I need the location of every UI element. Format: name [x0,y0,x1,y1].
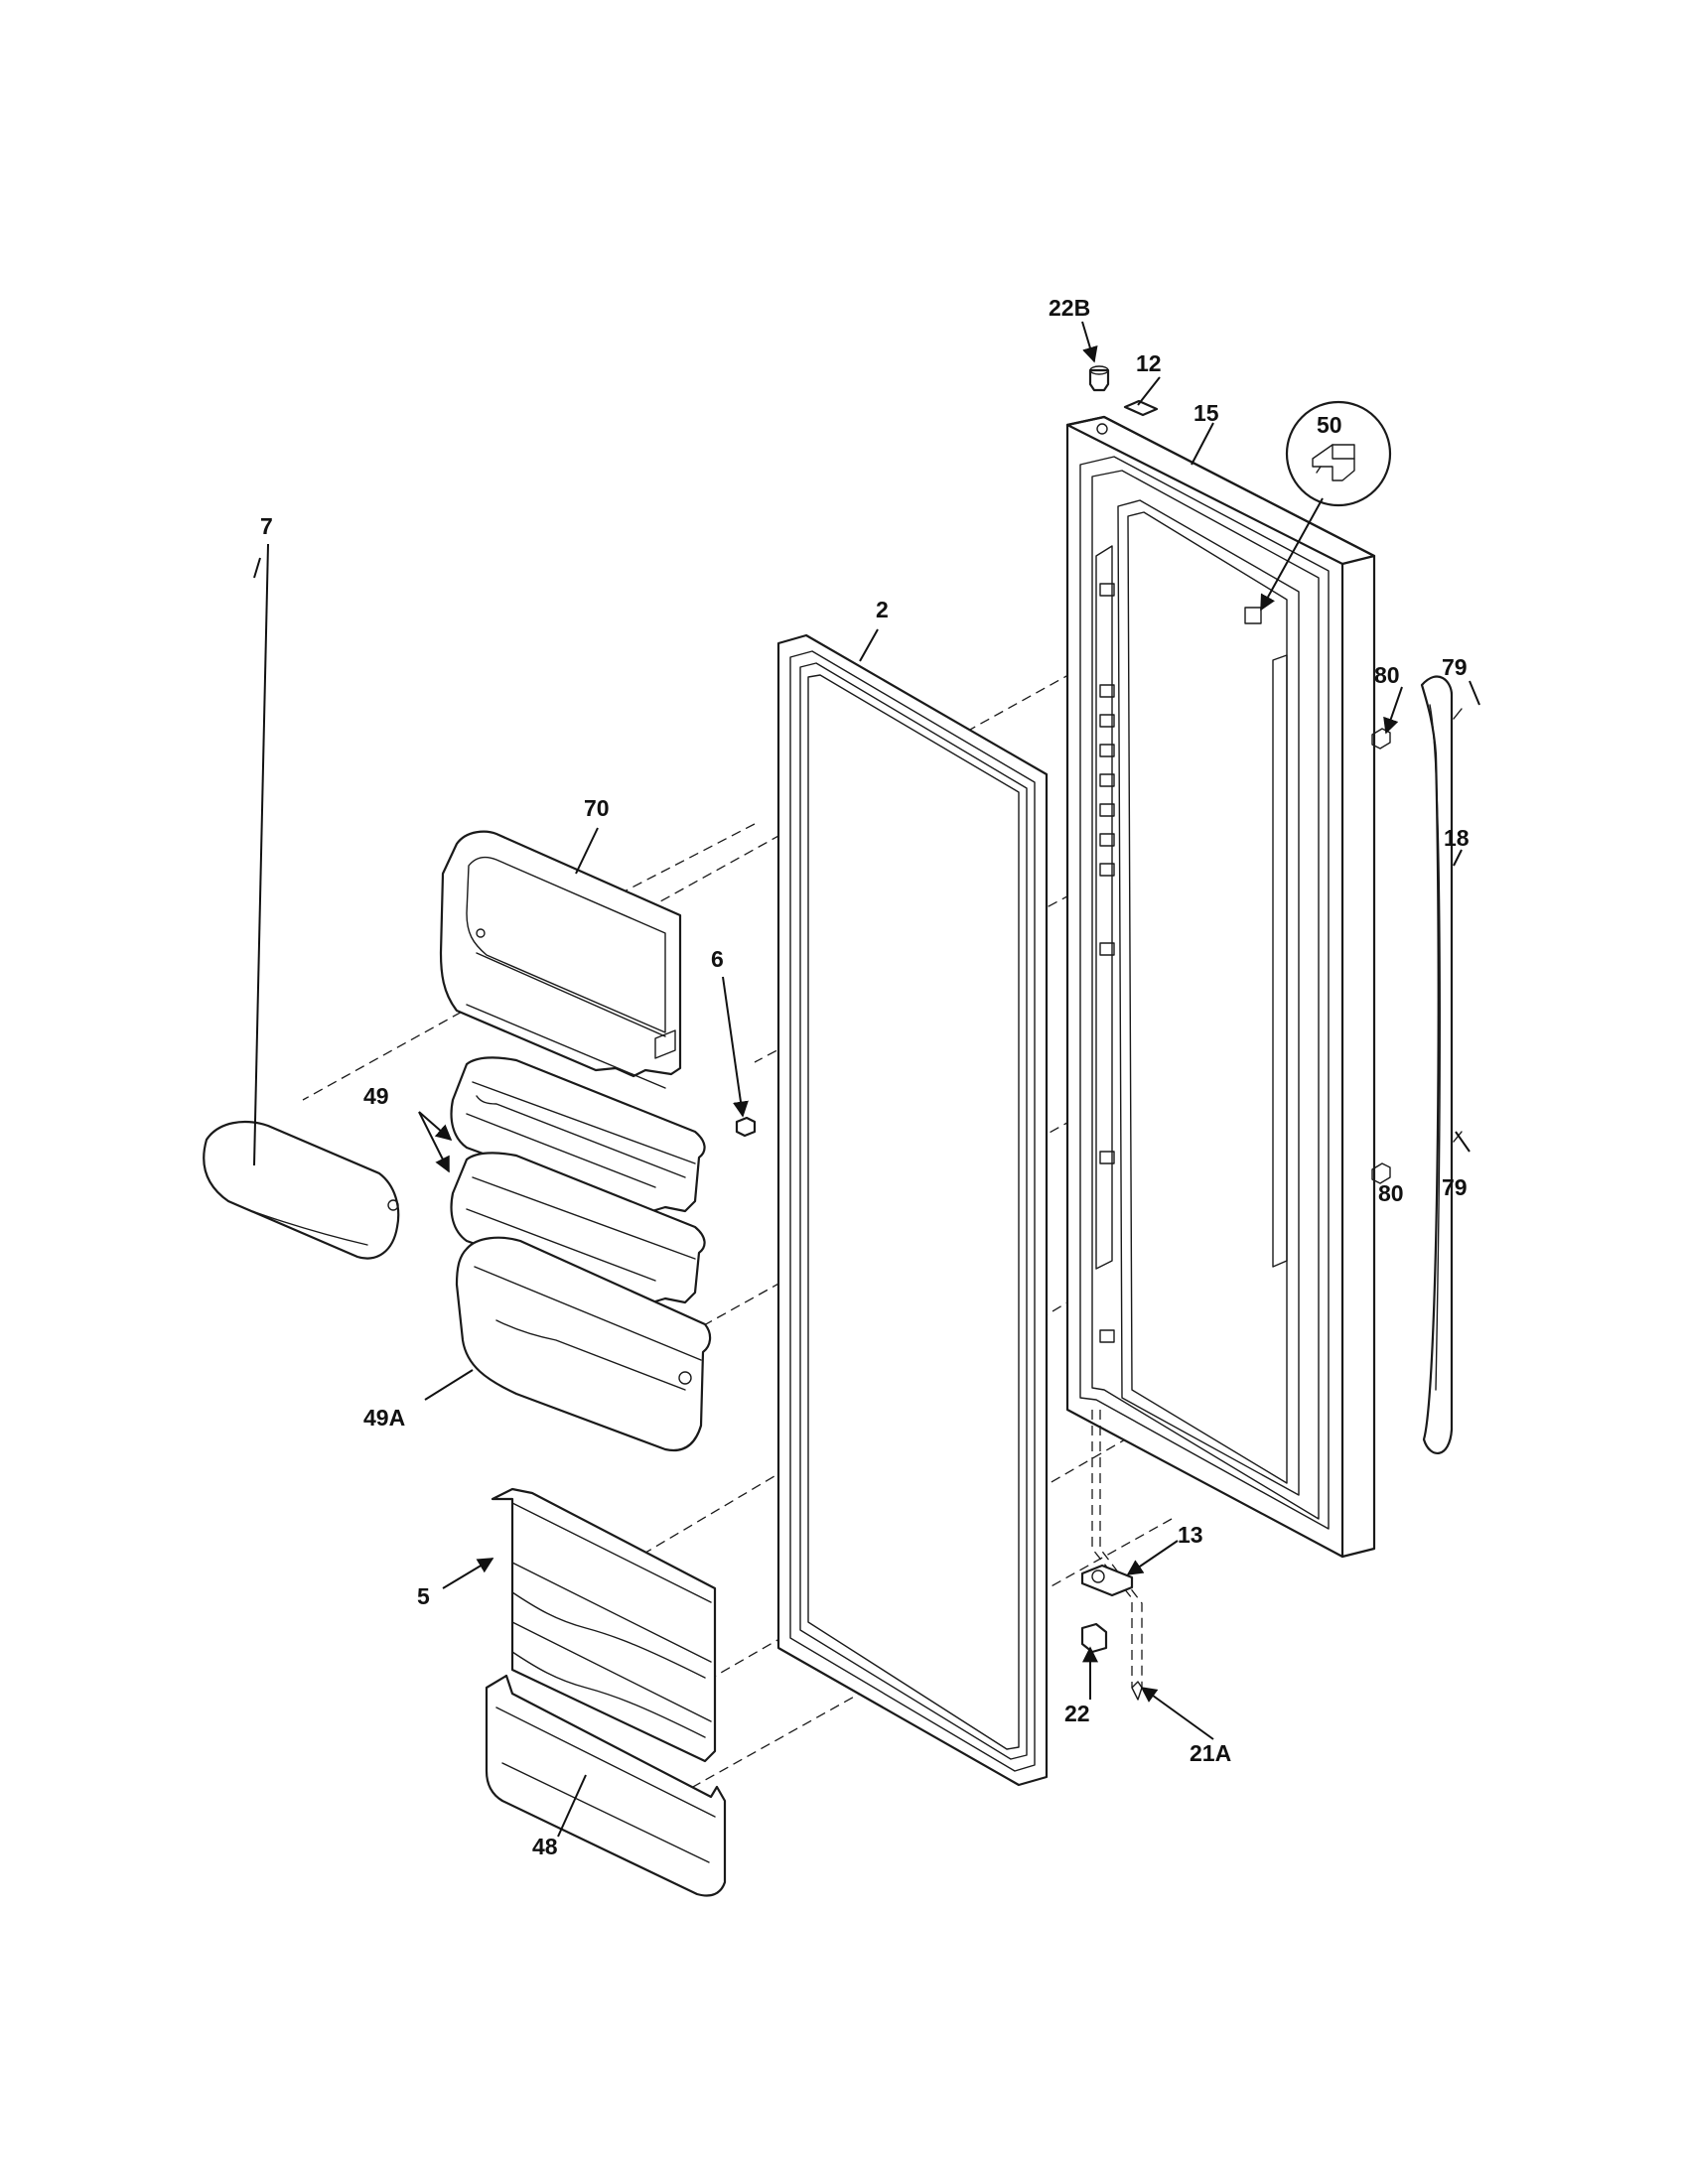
bottom-hinge-parts [1080,1410,1143,1701]
clip-6 [735,1116,757,1138]
bin-48 [485,1674,727,1897]
door-handle [1371,675,1463,1455]
shelf-supports [1099,583,1115,1343]
callout-48: 48 [532,1834,558,1859]
callout-labels: 22B 12 15 50 2 80 79 18 70 6 7 49 80 79 … [260,295,1470,1859]
door-panel [1065,415,1376,1559]
callout-79-bottom: 79 [1442,1174,1468,1200]
callout-79-top: 79 [1442,654,1468,680]
callout-22B: 22B [1049,295,1090,321]
callout-2: 2 [876,597,889,622]
callout-13: 13 [1178,1522,1203,1548]
callout-5: 5 [417,1583,430,1609]
screw-80-bottom [1371,1162,1391,1184]
callout-70: 70 [584,795,610,821]
callout-12: 12 [1136,350,1162,376]
callout-50: 50 [1317,412,1342,438]
callout-49: 49 [363,1083,389,1109]
callout-80-bottom: 80 [1378,1180,1404,1206]
callout-22: 22 [1064,1701,1090,1726]
callout-49A: 49A [363,1405,405,1431]
callout-15: 15 [1193,400,1219,426]
bin-49-lower [450,1152,706,1306]
callout-7: 7 [260,513,273,539]
callout-6: 6 [711,946,724,972]
bin-49A [455,1236,712,1452]
bin-70 [439,830,682,1089]
cover-7 [203,1120,400,1260]
bin-49-upper [450,1056,706,1215]
leader-lines [253,321,1480,1838]
door-gasket [776,633,1049,1787]
shelf-5 [491,1487,717,1763]
callout-18: 18 [1444,825,1470,851]
top-hinge-parts [1088,365,1159,435]
screw-80-top [1371,728,1391,750]
callout-21A: 21A [1190,1740,1231,1766]
detail-circle-50 [1285,400,1392,507]
callout-80-top: 80 [1374,662,1400,688]
